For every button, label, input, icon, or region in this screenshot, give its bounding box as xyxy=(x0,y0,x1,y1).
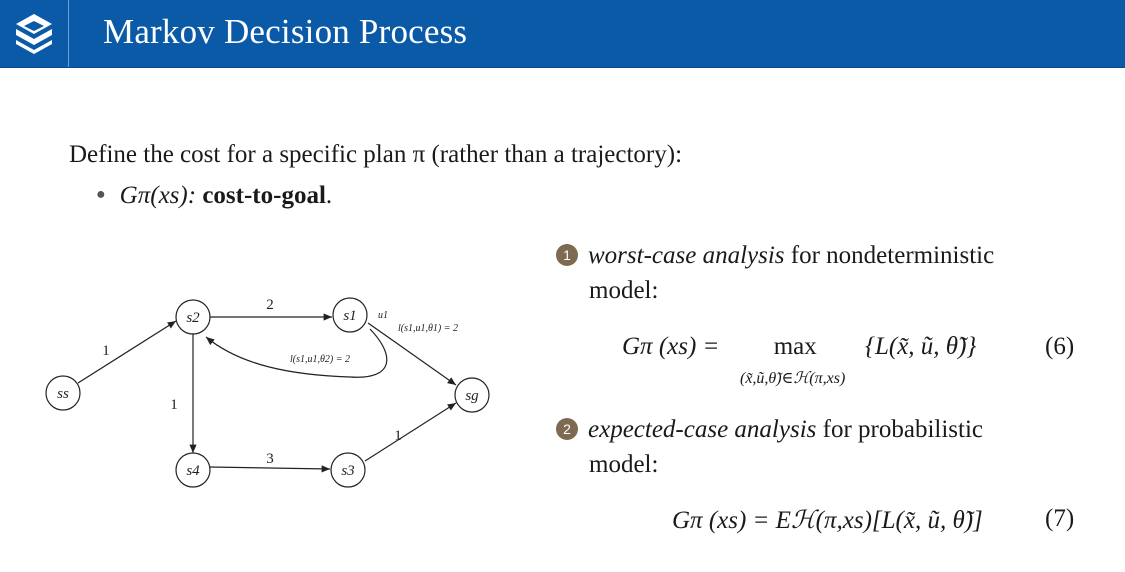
weight-s2-s4: 1 xyxy=(170,397,178,413)
weight-s2-s1: 2 xyxy=(266,297,274,313)
equation-number-7: (7) xyxy=(1045,505,1075,532)
node-s2-label: s2 xyxy=(186,310,200,326)
node-s4-label: s4 xyxy=(186,463,200,479)
equation-number-6: (6) xyxy=(1045,333,1075,360)
weight-s3-sg: 1 xyxy=(394,428,402,444)
weight-s4-s3: 3 xyxy=(266,451,274,467)
node-ss-label: ss xyxy=(57,386,69,402)
title-bar: Markov Decision Process xyxy=(0,0,1125,68)
node-s1 xyxy=(332,297,368,333)
equation-7: Gπ (xs) = Eℋ(π,xs)[L(x̃, ũ, θ̃)] xyxy=(672,507,983,534)
item1-rest: for nondeterministic xyxy=(784,242,995,269)
cost-symbol: Gπ(xs): xyxy=(119,182,197,209)
numbered-item-1: 1 worst-case analysis for nondeterministi… xyxy=(556,238,994,308)
node-ss xyxy=(45,375,81,411)
cost-to-goal-term: cost-to-goal xyxy=(202,182,326,209)
eq6-lhs: Gπ (xs) = xyxy=(622,333,720,360)
eq6-rhs: {L(x̃, ũ, θ̃)} xyxy=(864,333,977,360)
equation-6: Gπ (xs) = max {L(x̃, ũ, θ̃)} xyxy=(622,333,976,361)
slide-title: Markov Decision Process xyxy=(103,12,468,51)
intro-text: Define the cost for a specific plan π (r… xyxy=(69,141,683,168)
item2-line2: model: xyxy=(589,451,659,478)
edge-ss-s2 xyxy=(77,320,177,384)
bullet-period: . xyxy=(325,182,333,209)
state-transition-graph: ss s2 s1 sg s4 s3 1 2 1 3 1 u1 l(s1,u1,θ… xyxy=(45,297,490,488)
edge-s1-sg xyxy=(367,322,457,386)
node-s4 xyxy=(175,452,211,488)
edge-s4-s3 xyxy=(209,465,331,473)
item2-rest: for probabilistic xyxy=(816,416,984,443)
number-badge-2: 2 xyxy=(556,418,578,440)
number-badge-1: 1 xyxy=(556,244,578,266)
eq6-max: max xyxy=(773,333,817,360)
cost-s1-sg: l(s1,u1,θ1) = 2 xyxy=(398,323,458,334)
edge-s1-s2 xyxy=(205,328,388,378)
cost-s1-s2: l(s1,u1,θ2) = 2 xyxy=(290,354,350,365)
logo xyxy=(0,0,69,67)
weight-ss-s2: 1 xyxy=(102,343,110,359)
item1-line2: model: xyxy=(589,277,659,304)
action-u1: u1 xyxy=(378,310,388,321)
item1-italic: worst-case analysis xyxy=(588,242,785,269)
edge-s3-sg xyxy=(364,402,457,462)
node-sg-label: sg xyxy=(465,388,479,404)
eq6-subscript: (x̃,ũ,θ̃)∈ℋ(π,xs) xyxy=(740,370,846,387)
item2-italic: expected-case analysis xyxy=(588,416,817,443)
node-s3-label: s3 xyxy=(341,463,354,479)
node-sg xyxy=(454,377,490,413)
numbered-item-2: 2 expected-case analysis for probabilisti… xyxy=(556,412,983,482)
node-s3 xyxy=(330,452,366,488)
bullet-dot-icon: ● xyxy=(96,186,106,203)
node-s2 xyxy=(175,299,211,335)
node-s1-label: s1 xyxy=(343,308,356,324)
bullet-item: ● Gπ(xs): cost-to-goal. xyxy=(96,182,332,210)
layered-s-logo-icon xyxy=(16,14,52,54)
